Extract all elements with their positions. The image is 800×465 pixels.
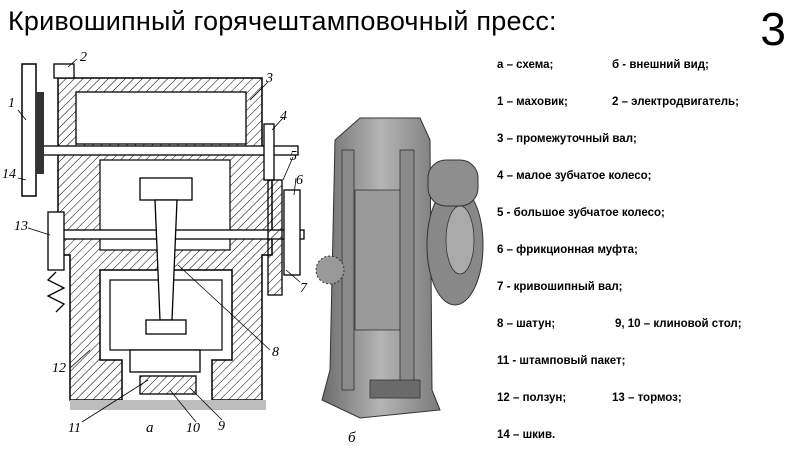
legend-row: 11 - штамповый пакет; bbox=[497, 355, 626, 367]
label-2: 2 bbox=[80, 50, 87, 65]
caption-a: а bbox=[146, 420, 154, 436]
legend-row: 5 - большое зубчатое колесо; bbox=[497, 207, 665, 219]
page-title: Кривошипный горячештамповочный пресс: bbox=[8, 6, 557, 36]
small-gear bbox=[263, 123, 275, 181]
legend-row: 12 – ползун;13 – тормоз; bbox=[497, 392, 682, 404]
electric-motor bbox=[53, 63, 75, 79]
label-7: 7 bbox=[300, 281, 308, 296]
brake-spring bbox=[46, 271, 66, 313]
slide-number: 3 bbox=[760, 3, 786, 55]
label-14: 14 bbox=[2, 167, 16, 182]
legend: а – схема;б - внешний вид; 1 – маховик;2… bbox=[497, 58, 797, 465]
large-gear bbox=[267, 179, 283, 296]
label-13: 13 bbox=[14, 219, 28, 234]
label-6: 6 bbox=[296, 173, 303, 188]
legend-row: 7 - кривошипный вал; bbox=[497, 281, 623, 293]
label-5: 5 bbox=[290, 149, 297, 164]
die-pack bbox=[129, 349, 201, 373]
label-10: 10 bbox=[186, 421, 200, 436]
friction-clutch bbox=[283, 189, 301, 276]
press-scheme-diagram: 1 2 3 4 5 6 7 8 9 10 11 12 13 14 а bbox=[2, 50, 308, 436]
label-8: 8 bbox=[272, 345, 279, 360]
legend-row: 8 – шатун;9, 10 – клиновой стол; bbox=[497, 318, 742, 330]
legend-row: 1 – маховик;2 – электродвигатель; bbox=[497, 96, 739, 108]
legend-row: 3 – промежуточный вал; bbox=[497, 133, 637, 145]
label-1: 1 bbox=[8, 96, 15, 111]
label-12: 12 bbox=[52, 361, 66, 376]
press-external-view: б bbox=[315, 117, 484, 446]
brake bbox=[47, 211, 65, 271]
legend-row: 6 – фрикционная муфта; bbox=[497, 244, 638, 256]
legend-row: 14 – шкив. bbox=[497, 429, 556, 441]
label-11: 11 bbox=[68, 421, 81, 436]
label-4: 4 bbox=[280, 109, 287, 124]
legend-row: 4 – малое зубчатое колесо; bbox=[497, 170, 652, 182]
wedge-table bbox=[139, 375, 197, 395]
flywheel bbox=[21, 63, 37, 197]
connecting-rod bbox=[139, 177, 193, 201]
label-9: 9 bbox=[218, 419, 225, 434]
caption-b: б bbox=[348, 430, 356, 446]
legend-row: а – схема;б - внешний вид; bbox=[497, 59, 709, 71]
label-3: 3 bbox=[265, 71, 273, 86]
press-base bbox=[70, 400, 266, 410]
intermediate-shaft bbox=[27, 145, 299, 156]
